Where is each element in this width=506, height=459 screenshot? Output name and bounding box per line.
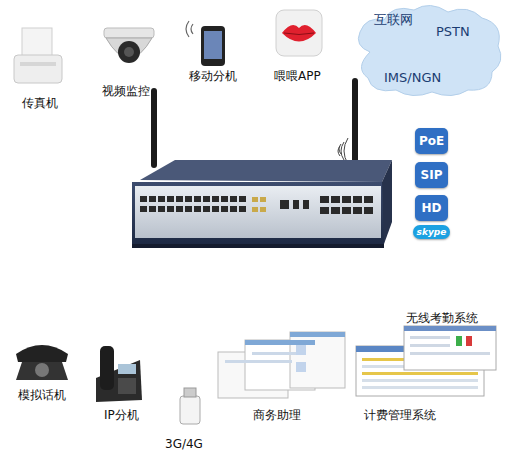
camera-icon <box>104 28 154 63</box>
network-name: PSTN <box>436 24 470 39</box>
device-label: 3G/4G <box>165 437 203 451</box>
network-name: 互联网 <box>374 11 413 29</box>
feature-badge: SIP <box>415 162 448 188</box>
usb-dongle-icon <box>180 388 200 424</box>
device-label: IP分机 <box>104 408 139 422</box>
device-label: 移动分机 <box>189 69 237 83</box>
software-screenshot <box>218 332 345 398</box>
network-cloud: 互联网 PSTN IMS/NGN <box>352 2 504 100</box>
device-label: 视频监控 <box>102 84 150 98</box>
device-label: 商务助理 <box>253 408 301 422</box>
device-label: 模拟话机 <box>18 388 66 402</box>
mobile-icon <box>186 21 225 66</box>
feature-name: SIP <box>421 168 443 182</box>
device-label: 无线考勤系统 <box>406 311 478 325</box>
fax-icon <box>14 28 62 83</box>
device-label: 喂喂APP <box>274 69 321 83</box>
device-label: 计费管理系统 <box>364 408 436 422</box>
analog-phone-icon <box>16 345 68 380</box>
feature-name: skype <box>417 227 447 237</box>
feature-badge: PoE <box>415 128 448 154</box>
feature-badge: skype <box>413 225 450 239</box>
app-icon <box>276 10 322 56</box>
software-screenshot <box>404 326 496 370</box>
feature-name: PoE <box>419 134 444 148</box>
ip-phone-icon <box>96 346 142 402</box>
feature-badge: HD <box>415 195 448 221</box>
pbx-device <box>132 160 392 248</box>
device-label: 传真机 <box>22 96 58 110</box>
antenna <box>151 78 358 168</box>
feature-name: HD <box>421 201 441 215</box>
network-name: IMS/NGN <box>384 70 441 85</box>
